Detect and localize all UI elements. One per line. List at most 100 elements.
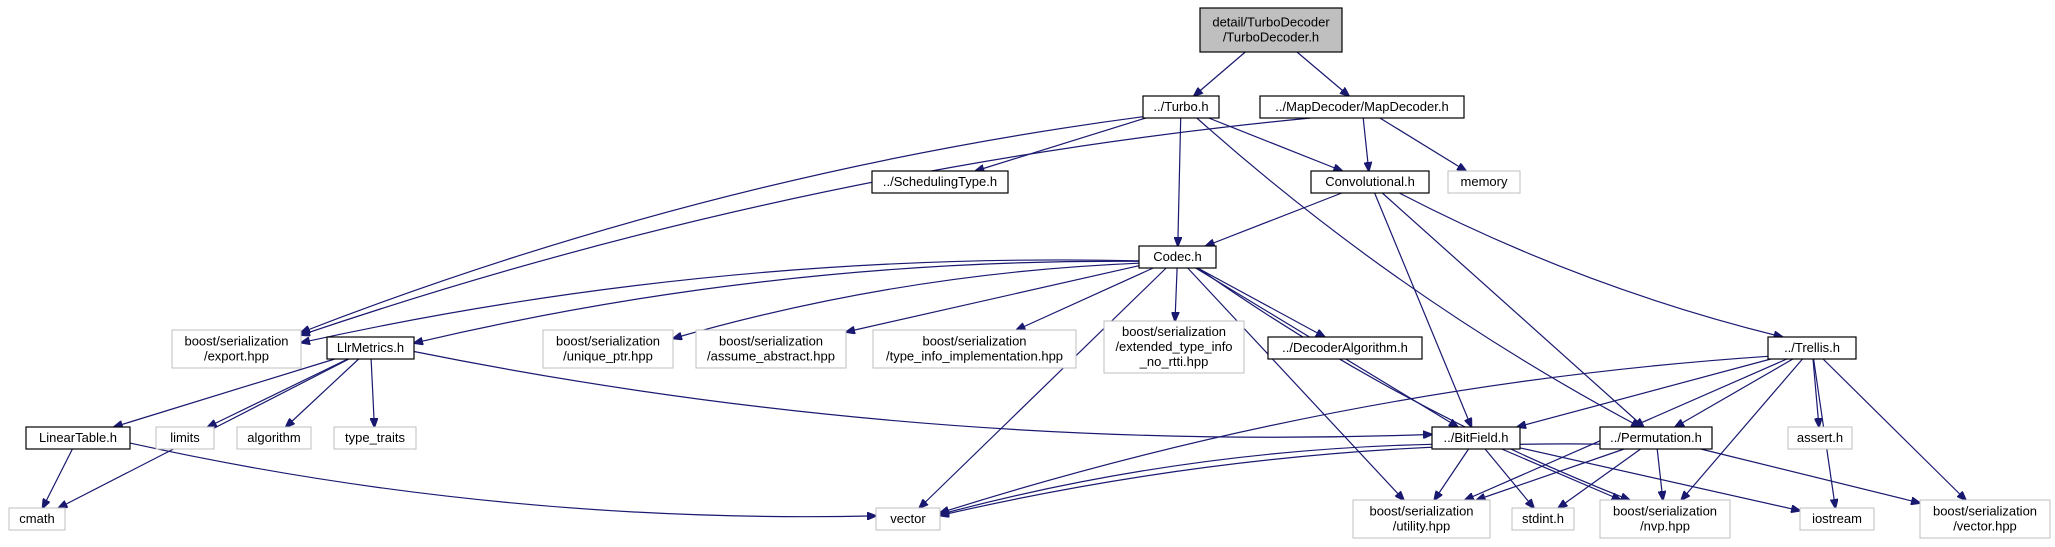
node-exttypeinfo-box bbox=[1103, 320, 1245, 374]
node-scheduling-box bbox=[871, 170, 1009, 194]
node-lineartable[interactable]: LinearTable.h bbox=[25, 426, 131, 450]
node-typeinfo-box bbox=[872, 329, 1077, 369]
edge-turbo-to-codec bbox=[1178, 117, 1181, 246]
node-root-label: detail/TurboDecoder bbox=[1212, 15, 1330, 30]
edge-turbo-to-scheduling bbox=[975, 117, 1146, 171]
node-assume-box bbox=[695, 329, 847, 369]
node-bitfield-box bbox=[1431, 426, 1521, 450]
node-convolutional[interactable]: Convolutional.h bbox=[1310, 170, 1430, 194]
node-decoderalg[interactable]: ../DecoderAlgorithm.h bbox=[1267, 336, 1423, 360]
edge-root-to-mapdecoder bbox=[1296, 51, 1349, 96]
node-uniqueptr-label: boost/serialization bbox=[556, 334, 660, 349]
edge-mapdecoder-to-convolutional bbox=[1362, 117, 1369, 171]
edge-codec-to-export bbox=[301, 259, 1140, 343]
node-assume-label: boost/serialization bbox=[719, 334, 823, 349]
edge-convolutional-to-trellis bbox=[1399, 192, 1782, 337]
node-stdint-label: stdint.h bbox=[1522, 511, 1564, 526]
node-vector-box bbox=[875, 507, 941, 531]
node-utility: boost/serialization/utility.hpp bbox=[1352, 499, 1491, 539]
node-assume-label: /assume_abstract.hpp bbox=[707, 349, 835, 364]
node-export-box bbox=[171, 329, 302, 369]
node-exttypeinfo-label: /extended_type_info bbox=[1115, 339, 1232, 354]
node-nvp-label: boost/serialization bbox=[1613, 504, 1717, 519]
nodes-layer: detail/TurboDecoder/TurboDecoder.h ../Tur… bbox=[8, 7, 2051, 539]
edge-codec-to-llrmetrics bbox=[414, 260, 1140, 343]
edge-permutation-to-nvp bbox=[1656, 448, 1663, 500]
edge-permutation-to-vectorhpp bbox=[1700, 448, 1920, 503]
node-scheduling[interactable]: ../SchedulingType.h bbox=[871, 170, 1009, 194]
node-llrmetrics-label: LlrMetrics.h bbox=[337, 340, 404, 355]
edge-trellis-to-bitfield bbox=[1517, 358, 1772, 427]
node-vectorhpp: boost/serialization/vector.hpp bbox=[1919, 499, 2051, 539]
edge-codec-to-assume bbox=[846, 265, 1140, 332]
node-lineartable-label: LinearTable.h bbox=[39, 430, 117, 445]
edge-lineartable-to-vector bbox=[129, 442, 876, 517]
node-typetraits: type_traits bbox=[333, 426, 417, 450]
node-mapdecoder-box bbox=[1259, 95, 1465, 119]
edges-layer bbox=[43, 51, 1966, 517]
node-vectorhpp-box bbox=[1919, 499, 2051, 539]
node-memory: memory bbox=[1447, 170, 1521, 194]
node-turbo-box bbox=[1142, 95, 1220, 119]
edge-mapdecoder-to-memory bbox=[1379, 117, 1466, 171]
node-utility-label: boost/serialization bbox=[1369, 504, 1473, 519]
node-bitfield[interactable]: ../BitField.h bbox=[1431, 426, 1521, 450]
node-utility-box bbox=[1352, 499, 1491, 539]
edge-codec-to-typeinfo bbox=[1016, 267, 1154, 330]
node-asserth-box bbox=[1787, 426, 1853, 450]
node-export: boost/serialization/export.hpp bbox=[171, 329, 302, 369]
node-memory-box bbox=[1447, 170, 1521, 194]
edge-codec-to-vector bbox=[919, 267, 1167, 508]
node-typetraits-box bbox=[333, 426, 417, 450]
edge-convolutional-to-bitfield bbox=[1374, 192, 1472, 427]
node-asserth-label: assert.h bbox=[1797, 430, 1843, 445]
node-nvp: boost/serialization/nvp.hpp bbox=[1599, 499, 1731, 539]
edge-codec-to-nvp bbox=[1197, 267, 1630, 500]
node-trellis[interactable]: ../Trellis.h bbox=[1767, 336, 1857, 360]
node-exttypeinfo-label: _no_rtti.hpp bbox=[1139, 354, 1209, 369]
edge-turbo-to-export bbox=[301, 116, 1144, 333]
node-vector-label: vector bbox=[890, 511, 926, 526]
node-llrmetrics-box bbox=[326, 336, 415, 360]
edge-trellis-to-vector bbox=[940, 355, 1769, 513]
node-vectorhpp-label: /vector.hpp bbox=[1953, 519, 2017, 534]
node-utility-label: /utility.hpp bbox=[1393, 519, 1451, 534]
node-algorithm-label: algorithm bbox=[247, 430, 300, 445]
node-typeinfo-label: boost/serialization bbox=[922, 334, 1026, 349]
node-typeinfo: boost/serialization/type_info_implementa… bbox=[872, 329, 1077, 369]
node-trellis-label: ../Trellis.h bbox=[1784, 340, 1840, 355]
node-lineartable-box bbox=[25, 426, 131, 450]
edge-trellis-to-vectorhpp bbox=[1822, 358, 1966, 500]
node-export-label: /export.hpp bbox=[204, 349, 269, 364]
node-root-label: /TurboDecoder.h bbox=[1223, 30, 1319, 45]
node-convolutional-box bbox=[1310, 170, 1430, 194]
node-permutation[interactable]: ../Permutation.h bbox=[1599, 426, 1713, 450]
edge-bitfield-to-vector bbox=[940, 443, 1433, 514]
edge-permutation-to-utility bbox=[1477, 448, 1625, 500]
node-uniqueptr-label: /unique_ptr.hpp bbox=[563, 349, 653, 364]
node-iostream-label: iostream bbox=[1812, 511, 1862, 526]
edge-llrmetrics-to-lineartable bbox=[114, 358, 335, 427]
node-typetraits-label: type_traits bbox=[345, 430, 405, 445]
node-memory-label: memory bbox=[1461, 174, 1508, 189]
edge-codec-to-uniqueptr bbox=[673, 262, 1140, 338]
node-stdint-box bbox=[1511, 507, 1575, 531]
edge-permutation-to-stdint bbox=[1558, 448, 1642, 508]
node-codec[interactable]: Codec.h bbox=[1138, 245, 1217, 269]
node-bitfield-label: ../BitField.h bbox=[1443, 430, 1508, 445]
node-vectorhpp-label: boost/serialization bbox=[1933, 504, 2037, 519]
node-root[interactable]: detail/TurboDecoder/TurboDecoder.h bbox=[1199, 7, 1343, 53]
edge-convolutional-to-codec bbox=[1206, 192, 1343, 246]
node-mapdecoder[interactable]: ../MapDecoder/MapDecoder.h bbox=[1259, 95, 1465, 119]
node-permutation-label: ../Permutation.h bbox=[1610, 430, 1702, 445]
node-turbo[interactable]: ../Turbo.h bbox=[1142, 95, 1220, 119]
edge-llrmetrics-to-bitfield bbox=[413, 350, 1432, 438]
node-iostream: iostream bbox=[1799, 507, 1875, 531]
node-assume: boost/serialization/assume_abstract.hpp bbox=[695, 329, 847, 369]
node-stdint: stdint.h bbox=[1511, 507, 1575, 531]
node-asserth: assert.h bbox=[1787, 426, 1853, 450]
node-limits-box bbox=[155, 426, 215, 450]
edge-llrmetrics-to-limits bbox=[208, 358, 349, 427]
node-llrmetrics[interactable]: LlrMetrics.h bbox=[326, 336, 415, 360]
node-decoderalg-label: ../DecoderAlgorithm.h bbox=[1282, 340, 1408, 355]
